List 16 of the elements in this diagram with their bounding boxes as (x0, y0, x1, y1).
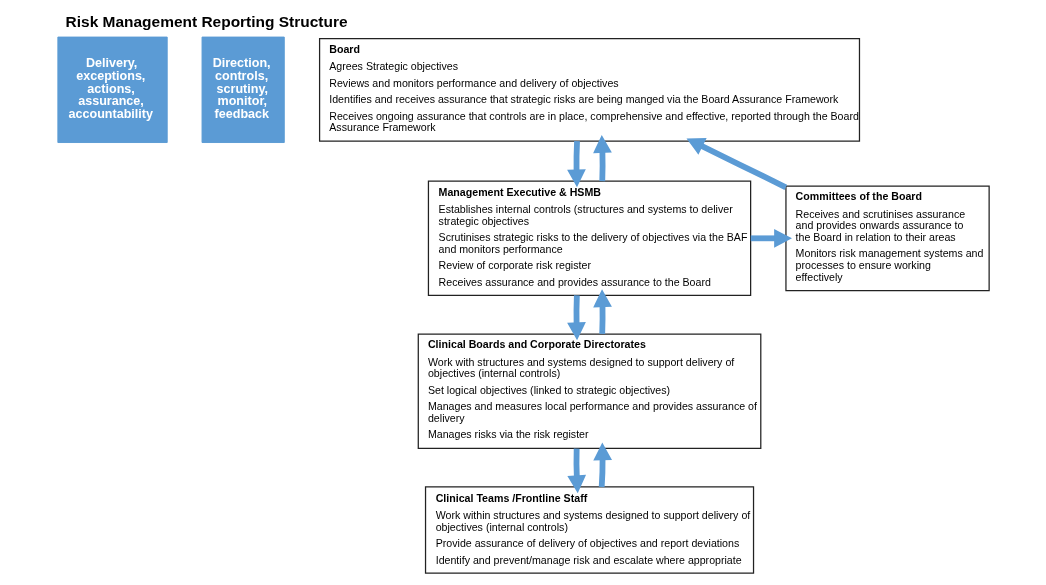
node-box: Direction, controls, scrutiny, monitor, feedback (201, 36, 285, 143)
node-box: Committees of the Board Receives and scrutinises assurance and provides onwards assurance to the Board in relation to their areas Monitors risk management systems and processes to ensure working effectively (784, 185, 990, 292)
arrow (566, 295, 586, 341)
arrow (592, 289, 612, 335)
diagram-title: Risk Management Reporting Structure (65, 13, 348, 31)
arrow (686, 137, 787, 190)
node-box: Clinical Boards and Corporate Directorates Work with structures and systems designed to support delivery of objectives (internal controls) Set logical objectives (linked to strategic objectives) Manages and measures local performance and provides assurance of delivery Manages risks via the risk register (417, 333, 761, 449)
arrow (750, 228, 792, 248)
arrow (592, 442, 612, 488)
node-box: Board Agrees Strategic objectives Reviews and monitors performance and delivery of objectives Identifies and receives assurance that strategic risks are being manged via the Board Assurance Framework Receives ongoing assurance that controls are in place, comprehensive and effective, reported through the Board Assurance Framework (318, 37, 860, 142)
node-box: Delivery, exceptions, actions, assurance, accountability (56, 36, 168, 143)
node-box: Management Executive & HSMB Establishes internal controls (structures and systems to deliver strategic objectives Scrutinises strategic risks to the delivery of objectives via the BAF and monitors performance Review of corporate risk register Receives assurance and provides assurance to the Board (427, 180, 751, 297)
arrow (592, 134, 612, 182)
arrow (566, 448, 586, 494)
node-box: Clinical Teams /Frontline Staff Work within structures and systems designed to support delivery of objectives (internal controls) Provide assurance of delivery of objectives and report deviations Identify and prevent/manage risk and escalate where appropriate (424, 486, 754, 574)
arrow (566, 141, 586, 188)
